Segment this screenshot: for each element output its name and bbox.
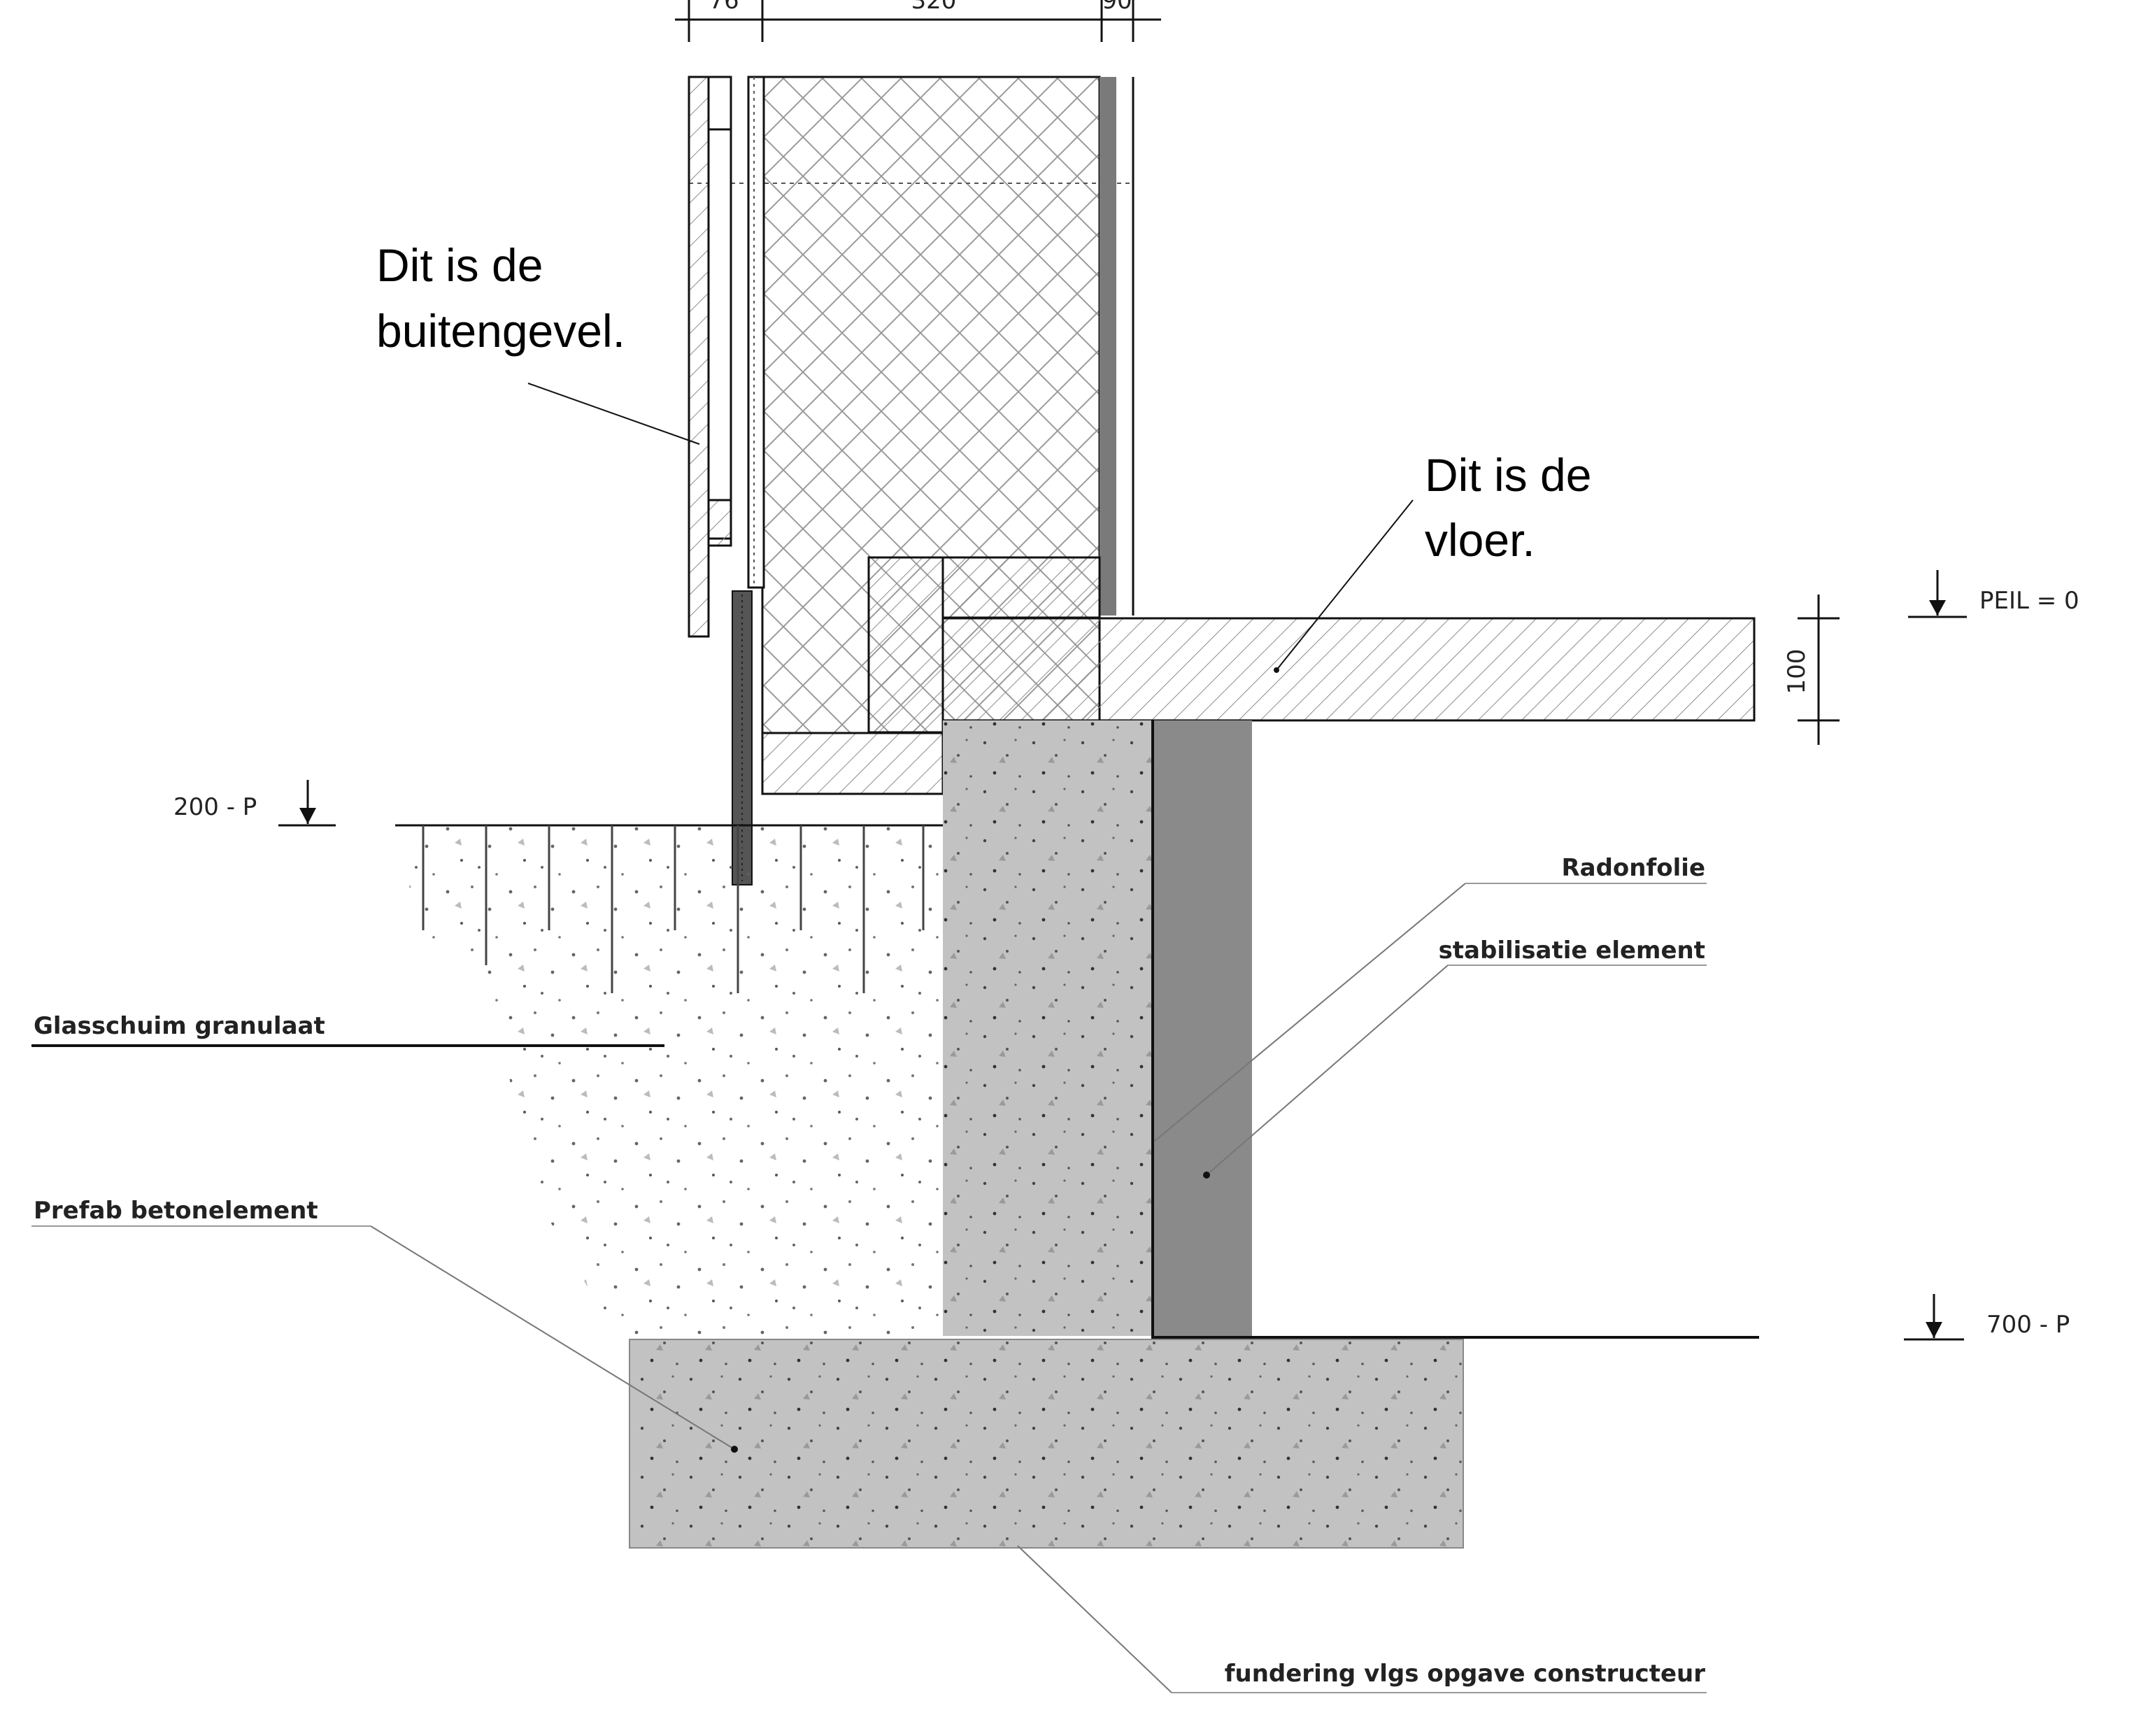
level-marker-peil: PEIL = 0 [1908,570,2079,618]
label-stabilisatie: stabilisatie element [1203,937,1707,1179]
callout-facade-line1: Dit is de [376,239,543,291]
glass-foam-granulate [395,824,944,1336]
level-marker-700: 700 - P [1904,1294,2070,1341]
label-fundering-text: fundering vlgs opgave constructeur [1225,1660,1706,1688]
level-peil-label: PEIL = 0 [1979,587,2079,615]
label-fundering: fundering vlgs opgave constructeur [1017,1545,1707,1693]
label-stabilisatie-text: stabilisatie element [1439,937,1705,965]
callout-floor: Dit is de vloer. [1276,449,1591,671]
label-radonfolie: Radonfolie [1153,854,1707,1142]
dimension-76: 76 [709,0,739,15]
callout-facade: Dit is de buitengevel. [376,239,700,445]
dimension-90: 90 [1102,0,1132,15]
level-700-label: 700 - P [1986,1311,2070,1339]
level-marker-200: 200 - P [173,780,336,827]
floor-thickness-dimension: 100 [1783,595,1840,745]
facade-cladding [688,76,765,885]
label-glasschuim-text: Glasschuim granulaat [34,1012,325,1040]
label-radonfolie-text: Radonfolie [1561,854,1705,882]
label-prefab-text: Prefab betonelement [34,1197,318,1225]
floor-slab [941,617,1756,722]
wall-inner-membrane [1100,77,1116,616]
label-prefab: Prefab betonelement [31,1197,738,1453]
level-200-label: 200 - P [173,793,257,821]
floor-thickness-label: 100 [1783,649,1811,695]
callout-facade-line2: buitengevel. [376,305,625,357]
wall-base-beam [761,556,1101,795]
stabilization-element [1154,720,1252,1337]
top-dimension: 76 320 90 [675,0,1161,42]
dimension-320: 320 [911,0,957,15]
callout-floor-line2: vloer. [1425,514,1535,566]
callout-floor-line1: Dit is de [1425,449,1591,501]
label-glasschuim: Glasschuim granulaat [31,1012,664,1047]
